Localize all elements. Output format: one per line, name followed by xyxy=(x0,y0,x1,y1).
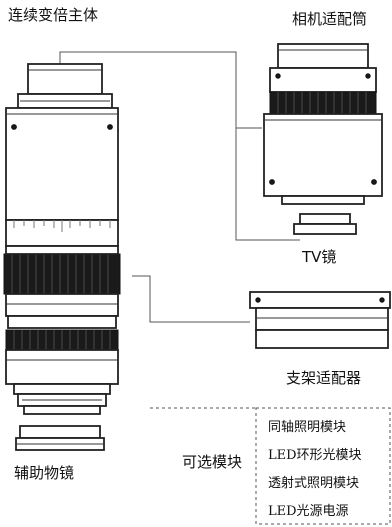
camera-adapter xyxy=(263,43,383,205)
screw-icon xyxy=(255,297,261,303)
screw-icon xyxy=(379,297,385,303)
label-optional-modules: 可选模块 xyxy=(182,453,242,471)
label-stand-adapter: 支架适配器 xyxy=(286,369,361,387)
tv-lens xyxy=(293,213,357,235)
label-tv-lens: TV镜 xyxy=(301,248,336,266)
option-item: LED环形光模块 xyxy=(268,448,362,463)
option-item: 同轴照明模块 xyxy=(268,420,346,435)
aux-objective xyxy=(15,425,105,451)
zoom-body xyxy=(3,63,121,415)
screw-icon xyxy=(269,179,275,185)
zoom-ring xyxy=(3,253,121,295)
screw-icon xyxy=(275,73,281,79)
optional-module-list: 同轴照明模块 LED环形光模块 透射式照明模块 LED光源电源 xyxy=(268,420,362,519)
label-camera-adapter: 相机适配筒 xyxy=(292,10,367,28)
screw-icon xyxy=(371,179,377,185)
option-item: 透射式照明模块 xyxy=(268,475,359,491)
label-main-body: 连续变倍主体 xyxy=(8,6,98,24)
screw-icon xyxy=(11,124,17,130)
stand-adapter xyxy=(249,291,391,349)
connector-lines xyxy=(59,51,391,525)
label-aux-lens: 辅助物镜 xyxy=(14,464,74,482)
screw-icon xyxy=(365,73,371,79)
zoom-scale-ticks xyxy=(13,220,111,232)
screw-icon xyxy=(107,124,113,130)
optional-modules-box xyxy=(255,407,391,525)
option-item: LED光源电源 xyxy=(268,504,349,519)
